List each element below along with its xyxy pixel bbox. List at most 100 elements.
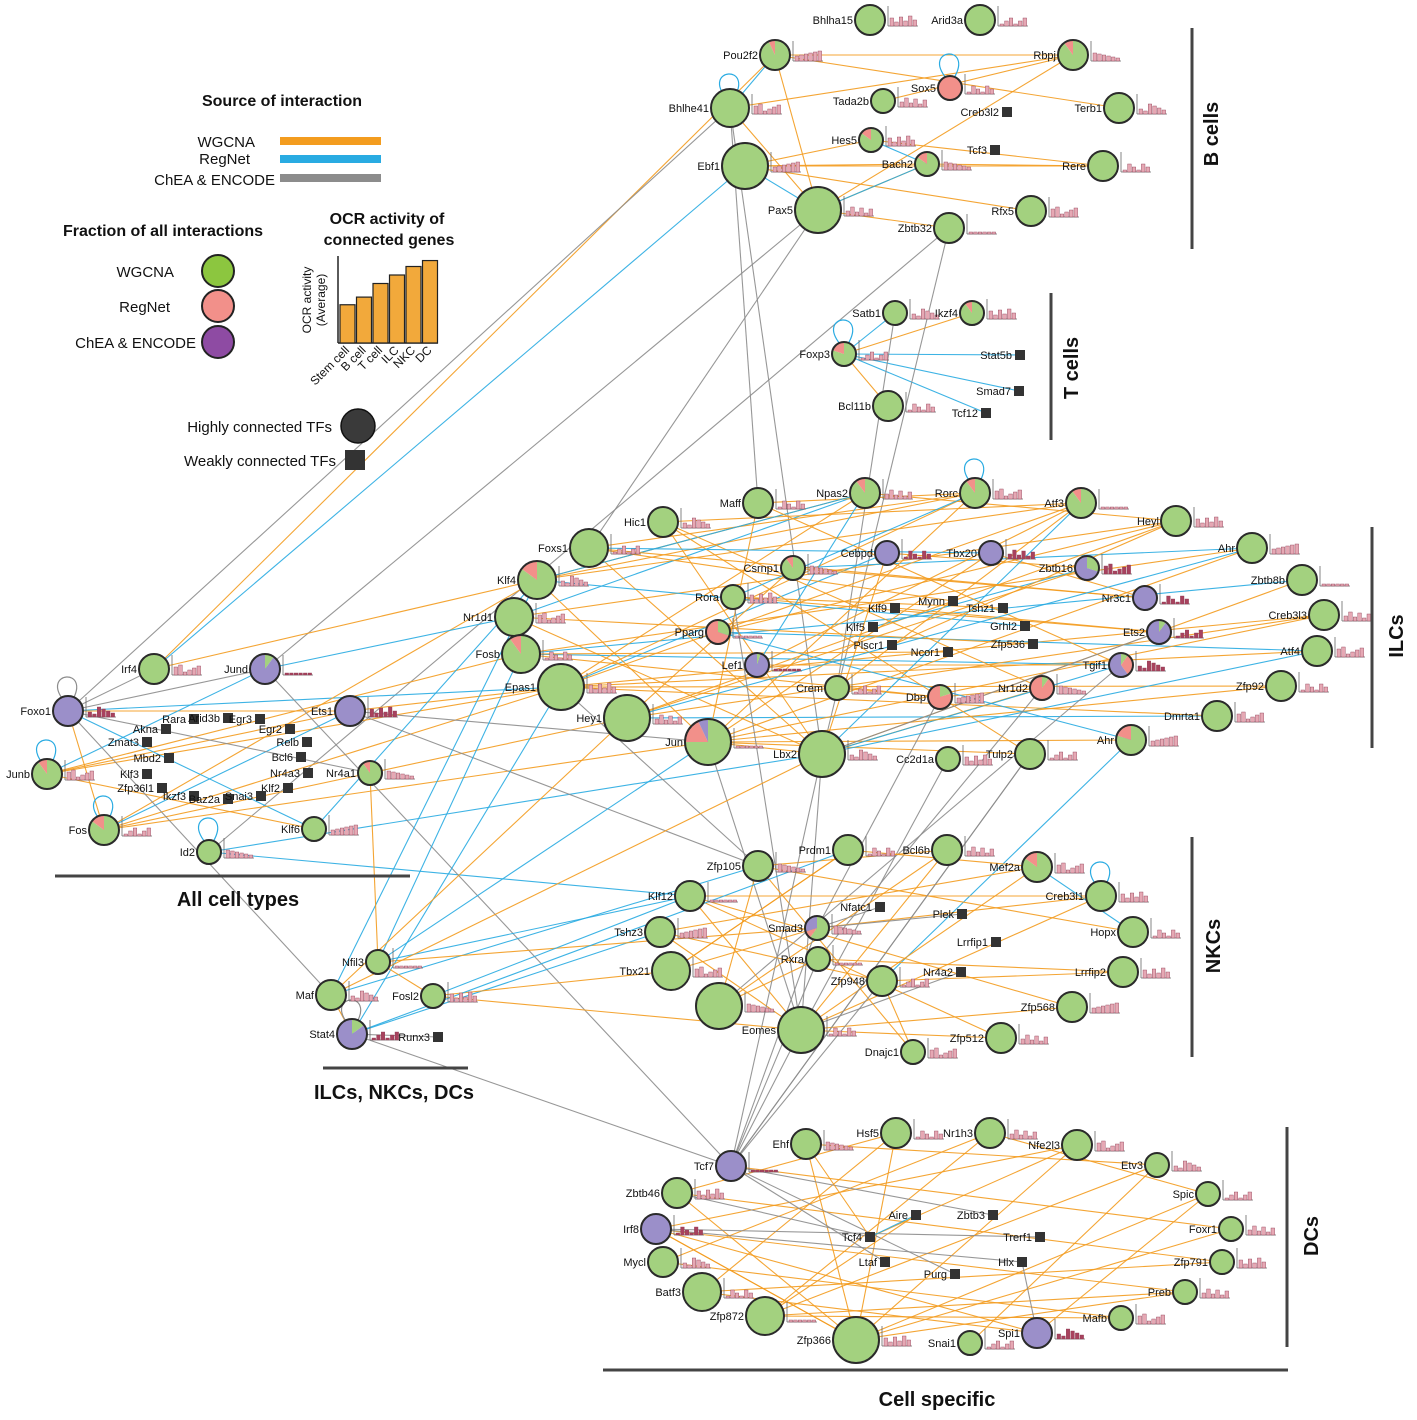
- mini-chart-bar: [1069, 209, 1074, 218]
- mini-chart-bar: [239, 852, 244, 859]
- tf-node: Jun: [665, 718, 764, 766]
- network-edge: [689, 895, 802, 1031]
- mini-chart-bar: [796, 500, 801, 510]
- tf-node-outline: [1160, 505, 1192, 537]
- tf-pie-slice: [932, 835, 962, 865]
- self-loop-edge: [57, 676, 78, 702]
- mini-chart-bar: [1166, 935, 1171, 939]
- tf-node-outline: [805, 946, 831, 972]
- mini-chart-bar: [814, 566, 819, 575]
- mini-chart-bar: [1290, 544, 1295, 555]
- mini-chart-bar: [1081, 690, 1086, 695]
- legend-source-regnet: RegNet: [199, 151, 251, 168]
- tf-node: Tcf12: [952, 408, 991, 420]
- tf-pie-slice: [928, 685, 953, 710]
- tf-node: Rara: [162, 714, 199, 726]
- tf-pie-slice: [746, 1297, 784, 1335]
- mini-chart-bar: [369, 708, 374, 718]
- mini-chart-bar: [570, 575, 575, 587]
- mini-chart-bar: [706, 1189, 711, 1200]
- network-edge: [560, 685, 1282, 688]
- tf-node: Bcl11b: [838, 390, 936, 422]
- mini-chart-bar: [704, 973, 709, 978]
- tf-node: Bhlhe41: [669, 88, 782, 128]
- mini-chart-bar: [772, 166, 777, 173]
- mini-chart-bar: [392, 710, 397, 718]
- mini-chart-bar: [1049, 757, 1054, 761]
- tf-node-outline: [824, 675, 850, 701]
- tf-label: Fos: [69, 825, 88, 837]
- mini-chart-bar: [87, 711, 92, 718]
- mini-chart-bar: [948, 1050, 953, 1059]
- tf-node: Arid3b: [188, 713, 233, 725]
- tf-node-outline: [798, 730, 846, 778]
- mini-chart-bar: [865, 354, 870, 361]
- mini-chart-bar: [1063, 686, 1068, 695]
- tf-node-outline: [900, 1039, 926, 1065]
- mini-chart-bar: [680, 1226, 685, 1236]
- mini-chart-bar: [294, 672, 299, 676]
- mini-chart-bar: [383, 711, 388, 718]
- mini-chart-bar: [777, 165, 782, 173]
- weak-tf-square: [1035, 1232, 1045, 1242]
- tf-label: Ltaf: [859, 1257, 878, 1269]
- tf-label: Terb1: [1074, 103, 1102, 115]
- tf-label: Atf4: [1280, 646, 1300, 658]
- mini-chart-bar: [877, 850, 882, 857]
- network-edge: [103, 710, 351, 831]
- tf-node-outline: [1236, 532, 1268, 564]
- mini-chart-bar: [1101, 1140, 1106, 1152]
- mini-chart-bar: [1243, 1194, 1248, 1201]
- mini-chart-bar: [848, 1146, 853, 1151]
- weak-tf-square: [1015, 350, 1025, 360]
- mini-chart-bar: [881, 853, 886, 857]
- tf-node: Id2: [180, 838, 254, 865]
- tf-node-outline: [978, 540, 1004, 566]
- network-edge: [588, 492, 976, 549]
- tf-pie-slice: [966, 478, 975, 493]
- mini-chart-bar: [1156, 664, 1161, 672]
- mini-chart-bar: [929, 1049, 934, 1059]
- tf-node-outline: [640, 1213, 672, 1245]
- mini-chart-bar: [922, 550, 927, 560]
- tf-pie-slice: [518, 561, 557, 599]
- mini-chart-bar: [973, 231, 978, 235]
- mini-chart-bar: [758, 745, 763, 749]
- tf-label: Akna: [133, 724, 159, 736]
- tf-node: Foxs1: [538, 528, 641, 568]
- mini-chart-bar: [1180, 595, 1185, 605]
- mini-chart-bar: [1013, 491, 1018, 500]
- mini-chart-bar: [868, 753, 873, 761]
- tf-label: Dbp: [906, 692, 926, 704]
- mini-chart-bar: [694, 1226, 699, 1236]
- mini-chart-bar: [983, 754, 988, 766]
- mini-chart-bar: [1152, 105, 1157, 115]
- mini-chart-bar: [754, 745, 759, 749]
- network-edge: [882, 54, 1074, 102]
- mini-chart-bar: [907, 409, 912, 413]
- mini-chart-bar: [830, 1142, 835, 1151]
- tf-node: Rora: [695, 583, 778, 610]
- mini-chart-bar: [654, 718, 659, 725]
- tf-node: Zfp872: [710, 1296, 817, 1336]
- mini-chart-bar: [971, 85, 976, 95]
- mini-chart-bar: [1079, 863, 1084, 874]
- mini-chart-bar: [913, 98, 918, 108]
- legend-weakly-connected: Weakly connected TFs: [184, 453, 336, 470]
- mini-chart-bar: [1336, 648, 1341, 658]
- self-loop-edge: [939, 53, 960, 79]
- mini-chart-bar: [1220, 1294, 1225, 1299]
- self-loop-edge: [1090, 861, 1111, 887]
- tf-label: Jund: [224, 664, 248, 676]
- tf-label: Dnajc1: [865, 1047, 899, 1059]
- tf-pie-slice: [806, 947, 830, 971]
- tf-node-outline: [249, 653, 281, 685]
- mini-chart-bar: [1018, 20, 1023, 27]
- network-edge: [655, 1228, 857, 1341]
- mini-chart-bar: [854, 756, 859, 761]
- mini-chart-bar: [1064, 211, 1069, 218]
- mini-chart-bar: [930, 406, 935, 413]
- tf-node-outline: [705, 619, 731, 645]
- tf-node-outline: [88, 814, 120, 846]
- mini-chart-bar: [978, 759, 983, 766]
